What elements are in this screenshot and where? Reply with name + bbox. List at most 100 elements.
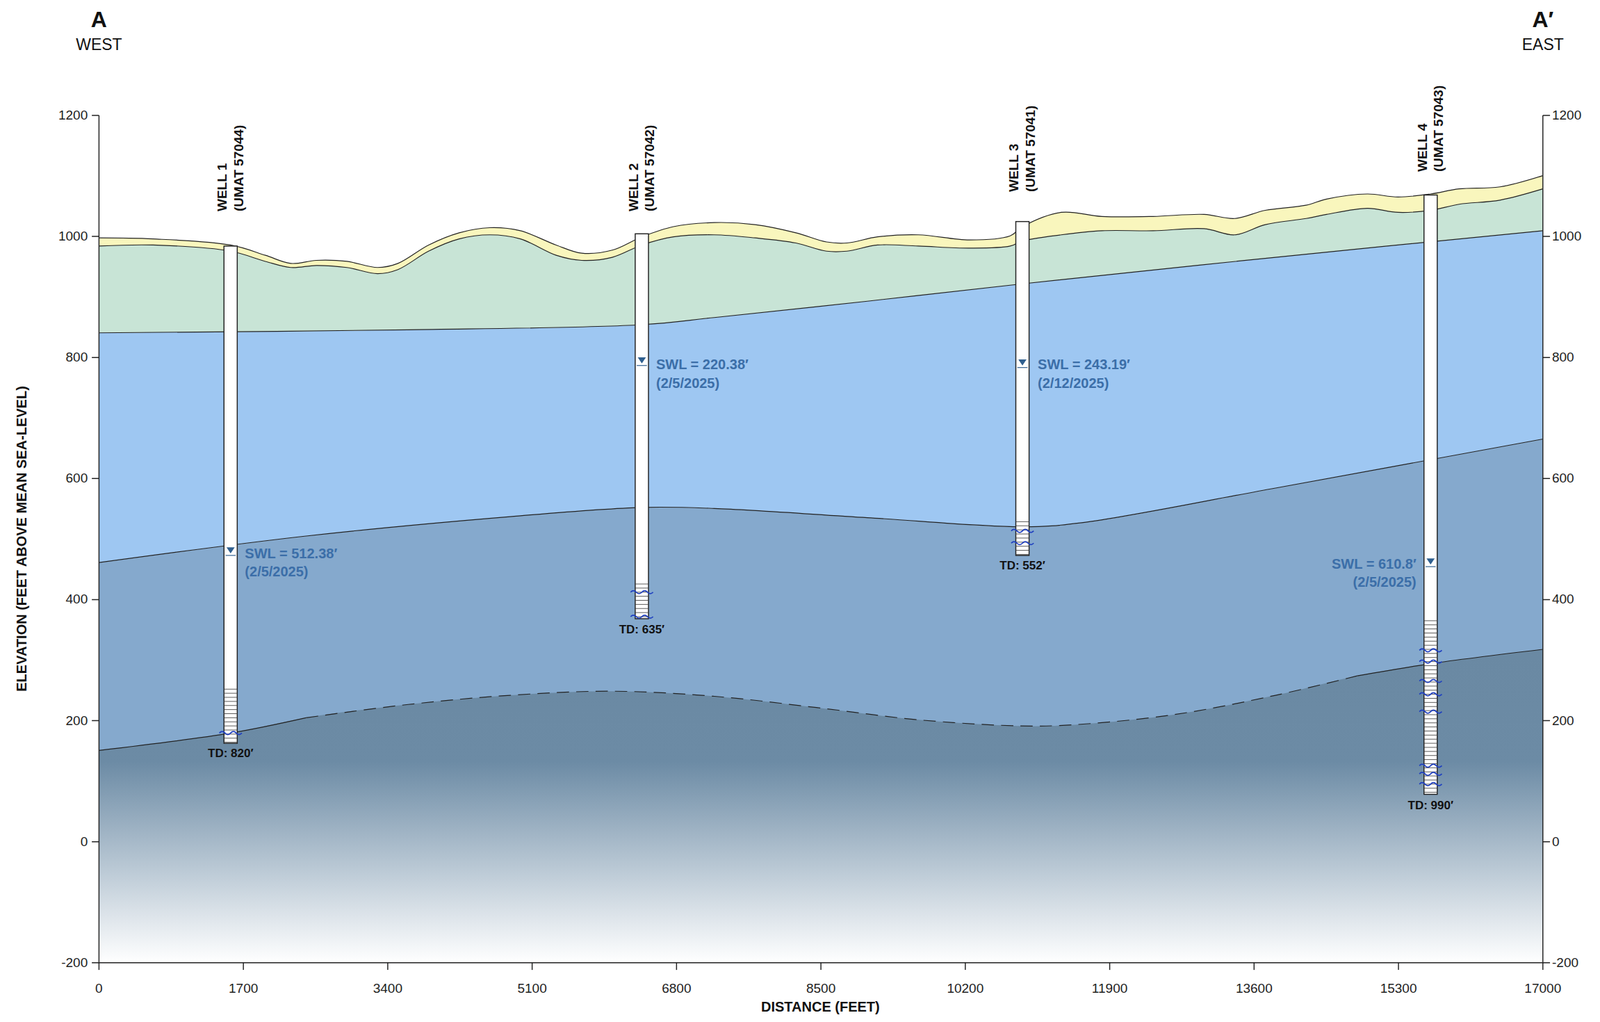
- water-level-line: [1017, 366, 1028, 368]
- tick: [1397, 962, 1399, 970]
- well-name: WELL 2: [626, 163, 641, 212]
- distance-tick: 15300: [1380, 980, 1418, 996]
- axis-line: [98, 115, 1543, 963]
- tick: [91, 114, 1550, 116]
- elevation-tick: 400: [66, 592, 89, 607]
- well-casing: [223, 246, 238, 744]
- contact-line: [98, 189, 1543, 274]
- tick: [531, 962, 533, 970]
- contact-line: [98, 175, 1543, 268]
- elevation-tick: 0: [80, 834, 89, 849]
- tick: [242, 962, 244, 970]
- distance-tick: 6800: [661, 980, 691, 996]
- static-water-level: SWL = 243.19′: [1037, 356, 1131, 372]
- static-water-level: SWL = 512.38′: [244, 545, 338, 561]
- wells: [219, 194, 1443, 794]
- well: [1419, 194, 1442, 794]
- distance-tick: 10200: [946, 980, 984, 996]
- water-zone: [630, 590, 653, 619]
- static-water-level: SWL = 220.38′: [656, 356, 749, 372]
- inferred-contact: [305, 675, 1357, 726]
- tick: [1253, 962, 1255, 970]
- elevation-tick: 1200: [1552, 107, 1582, 123]
- distance-tick: 3400: [373, 980, 403, 996]
- water-level-line: [1425, 565, 1436, 567]
- water-zone: [219, 731, 242, 734]
- well-casing: [635, 233, 649, 619]
- tick: [91, 356, 1550, 358]
- elevation-tick: -200: [61, 954, 88, 970]
- well-screen: [635, 583, 649, 617]
- elevation-tick: 600: [1552, 471, 1575, 486]
- elevation-tick: 0: [1552, 834, 1560, 849]
- distance-tick: 17000: [1524, 980, 1562, 996]
- distance-tick: 5100: [517, 980, 547, 996]
- contact-line: [1357, 649, 1544, 676]
- well-id: (UMAT 57044): [231, 125, 247, 212]
- tick: [91, 841, 1550, 842]
- elevation-tick: 1000: [58, 229, 88, 244]
- axis-title: ELEVATION (FEET ABOVE MEAN SEA-LEVEL): [13, 386, 30, 693]
- well: [630, 233, 653, 619]
- total-depth: TD: 820′: [207, 746, 254, 760]
- measure-date: (2/5/2025): [1353, 574, 1417, 590]
- well-name: WELL 3: [1007, 143, 1022, 192]
- elevation-tick: 200: [66, 713, 89, 728]
- distance-tick: 11900: [1091, 980, 1128, 996]
- total-depth: TD: 990′: [1408, 798, 1455, 812]
- tick: [91, 720, 1550, 721]
- well-name: WELL 4: [1415, 123, 1430, 171]
- measure-date: (2/5/2025): [656, 375, 720, 391]
- water-level-marker: [638, 357, 647, 364]
- tick: [820, 962, 821, 970]
- strata: [98, 175, 1543, 963]
- contact-line: [98, 438, 1543, 563]
- axes: [91, 115, 1550, 970]
- tick: [91, 599, 1550, 600]
- static-water-level: SWL = 610.8′: [1331, 556, 1417, 572]
- water-zone: [1011, 528, 1034, 545]
- axis-title: DISTANCE (FEET): [761, 998, 880, 1015]
- water-level-marker: [1426, 558, 1435, 565]
- water-level-marker: [1018, 359, 1027, 366]
- elevation-tick: 1000: [1552, 229, 1582, 244]
- elevation-tick: 1200: [58, 107, 88, 123]
- well: [1011, 221, 1034, 556]
- tick: [387, 962, 388, 970]
- water-level-marker: [226, 547, 235, 554]
- water-zone: [1419, 648, 1442, 786]
- water-level-line: [225, 554, 236, 556]
- water-level-line: [636, 364, 648, 366]
- well-casing: [1424, 194, 1438, 794]
- well-screen: [1016, 521, 1030, 554]
- tick: [91, 478, 1550, 479]
- total-depth: TD: 635′: [619, 623, 666, 637]
- elevation-tick: 400: [1552, 592, 1575, 607]
- direction: EAST: [1522, 36, 1564, 54]
- tick: [1109, 962, 1110, 970]
- tick: [1542, 962, 1544, 970]
- tick: [964, 962, 966, 970]
- direction: WEST: [75, 36, 122, 54]
- section-end: A: [91, 8, 108, 33]
- tick: [676, 962, 677, 970]
- tick: [91, 235, 1550, 237]
- distance-tick: 0: [95, 980, 103, 996]
- soil-layer: [98, 175, 1543, 274]
- elevation-tick: -200: [1552, 954, 1579, 970]
- well-id: (UMAT 57042): [642, 125, 658, 212]
- tick: [98, 962, 100, 970]
- well-id: (UMAT 57043): [1431, 84, 1447, 171]
- distance-tick: 13600: [1235, 980, 1273, 996]
- measure-date: (2/5/2025): [244, 563, 308, 579]
- contact-line: [98, 717, 306, 750]
- contact-line: [98, 230, 1543, 333]
- well-id: (UMAT 57041): [1023, 105, 1038, 192]
- total-depth: TD: 552′: [999, 558, 1046, 573]
- elevation-tick: 600: [66, 471, 89, 486]
- well-name: WELL 1: [215, 163, 231, 212]
- distance-tick: 8500: [806, 980, 836, 996]
- elevation-tick: 800: [66, 350, 89, 365]
- contacts: [98, 175, 1543, 751]
